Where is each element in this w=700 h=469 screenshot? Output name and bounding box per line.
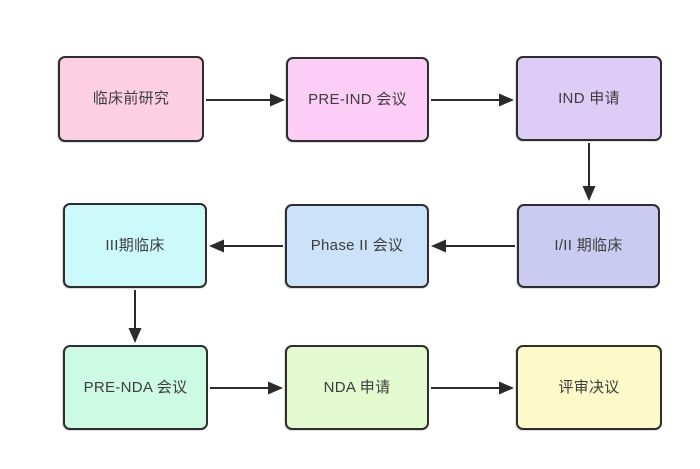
node-phase-3-clinical: III期临床 <box>63 203 207 288</box>
node-review-decision: 评审决议 <box>516 345 662 430</box>
node-label: IND 申请 <box>558 89 620 107</box>
node-phase-2-meeting: Phase II 会议 <box>285 204 429 288</box>
node-label: PRE-IND 会议 <box>308 90 407 108</box>
node-label: Phase II 会议 <box>310 237 404 255</box>
node-ind-application: IND 申请 <box>516 56 662 141</box>
node-label: III期临床 <box>105 236 165 254</box>
node-pre-nda-meeting: PRE-NDA 会议 <box>63 345 208 430</box>
node-preclinical-research: 临床前研究 <box>58 56 204 142</box>
node-pre-ind-meeting: PRE-IND 会议 <box>286 57 429 142</box>
node-label: 临床前研究 <box>92 90 170 108</box>
node-label: I/II 期临床 <box>554 237 623 255</box>
node-nda-application: NDA 申请 <box>285 345 429 430</box>
node-label: PRE-NDA 会议 <box>83 378 188 396</box>
node-label: 评审决议 <box>558 378 620 396</box>
node-phase-1-2-clinical: I/II 期临床 <box>517 204 660 288</box>
node-label: NDA 申请 <box>323 378 391 396</box>
